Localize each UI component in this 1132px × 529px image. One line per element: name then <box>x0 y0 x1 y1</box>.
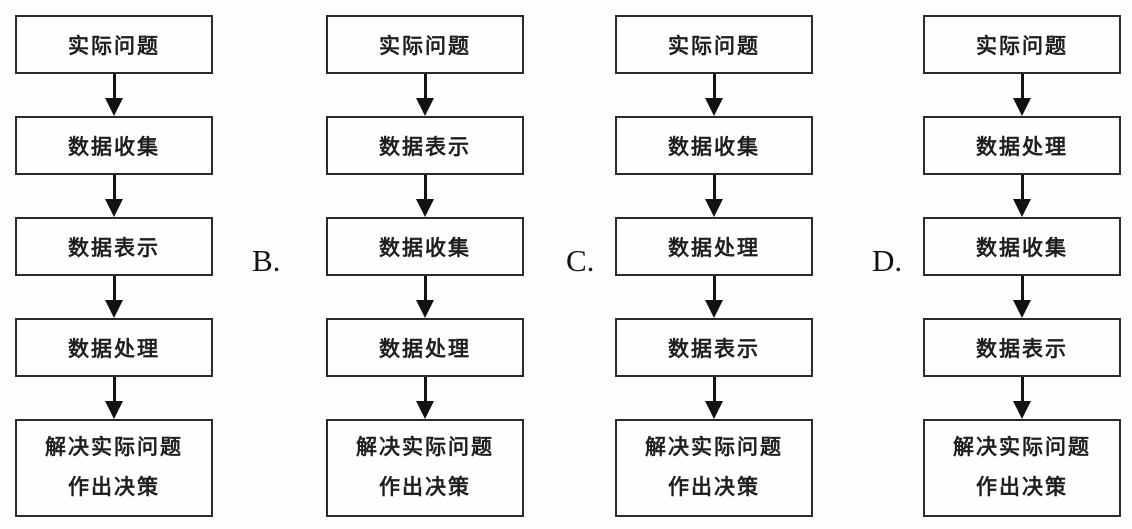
flow-step-box: 数据表示 <box>615 318 813 377</box>
down-arrow-icon <box>1013 276 1031 318</box>
flow-step-box: 数据表示 <box>923 318 1121 377</box>
flow-step-box: 数据收集 <box>923 217 1121 276</box>
flow-step-box-final: 解决实际问题 作出决策 <box>615 419 813 517</box>
flow-step-label: 数据处理 <box>68 337 160 361</box>
flow-step-box: 数据收集 <box>15 116 213 175</box>
option-label-b: B. <box>252 243 281 278</box>
flow-step-label: 实际问题 <box>976 34 1068 58</box>
flow-step-label: 数据收集 <box>379 236 471 260</box>
option-label-d: D. <box>872 243 903 278</box>
flow-step-label: 数据处理 <box>976 135 1068 159</box>
flow-step-label-line1: 解决实际问题 <box>645 436 783 459</box>
down-arrow-icon <box>1013 74 1031 116</box>
flow-step-box: 实际问题 <box>326 15 524 74</box>
flowchart-option-d: 实际问题 数据处理 数据收集 数据表示 解决实际问题 作出决策 <box>923 15 1121 517</box>
flow-step-label: 实际问题 <box>668 34 760 58</box>
flow-step-label-line1: 解决实际问题 <box>953 436 1091 459</box>
flow-step-label: 数据表示 <box>68 236 160 260</box>
flow-step-label: 数据收集 <box>68 135 160 159</box>
flow-step-label-line2: 作出决策 <box>68 476 160 499</box>
flowchart-option-a: 实际问题 数据收集 数据表示 数据处理 解决实际问题 作出决策 <box>15 15 213 517</box>
flow-step-label: 数据处理 <box>668 236 760 260</box>
flowchart-option-c: 实际问题 数据收集 数据处理 数据表示 解决实际问题 作出决策 <box>615 15 813 517</box>
down-arrow-icon <box>705 74 723 116</box>
down-arrow-icon <box>105 377 123 419</box>
flow-step-label: 数据收集 <box>668 135 760 159</box>
flow-step-box-final: 解决实际问题 作出决策 <box>15 419 213 517</box>
flow-step-label: 数据收集 <box>976 236 1068 260</box>
flow-step-box-final: 解决实际问题 作出决策 <box>326 419 524 517</box>
flow-step-box: 数据处理 <box>615 217 813 276</box>
flow-step-box: 数据收集 <box>615 116 813 175</box>
down-arrow-icon <box>105 276 123 318</box>
flow-step-label-line1: 解决实际问题 <box>356 436 494 459</box>
flow-step-label-line1: 解决实际问题 <box>45 436 183 459</box>
down-arrow-icon <box>416 377 434 419</box>
flow-step-box: 数据处理 <box>326 318 524 377</box>
flow-step-box: 数据处理 <box>15 318 213 377</box>
down-arrow-icon <box>416 74 434 116</box>
flow-step-label: 数据表示 <box>976 337 1068 361</box>
flow-step-box: 数据表示 <box>15 217 213 276</box>
flow-step-label: 实际问题 <box>68 34 160 58</box>
down-arrow-icon <box>1013 175 1031 217</box>
down-arrow-icon <box>705 175 723 217</box>
down-arrow-icon <box>705 377 723 419</box>
flow-step-label-line2: 作出决策 <box>976 476 1068 499</box>
flow-step-box: 数据处理 <box>923 116 1121 175</box>
flow-step-label: 数据表示 <box>379 135 471 159</box>
down-arrow-icon <box>705 276 723 318</box>
flow-step-box: 实际问题 <box>923 15 1121 74</box>
option-label-c: C. <box>566 243 595 278</box>
flow-step-box: 实际问题 <box>15 15 213 74</box>
flow-step-label-line2: 作出决策 <box>379 476 471 499</box>
down-arrow-icon <box>1013 377 1031 419</box>
flow-step-label: 数据处理 <box>379 337 471 361</box>
flow-step-box-final: 解决实际问题 作出决策 <box>923 419 1121 517</box>
flow-step-box: 实际问题 <box>615 15 813 74</box>
down-arrow-icon <box>105 175 123 217</box>
down-arrow-icon <box>416 175 434 217</box>
flowchart-option-b: 实际问题 数据表示 数据收集 数据处理 解决实际问题 作出决策 <box>326 15 524 517</box>
flow-step-label-line2: 作出决策 <box>668 476 760 499</box>
flow-step-box: 数据收集 <box>326 217 524 276</box>
flow-step-label: 数据表示 <box>668 337 760 361</box>
flow-step-label: 实际问题 <box>379 34 471 58</box>
flow-step-box: 数据表示 <box>326 116 524 175</box>
down-arrow-icon <box>105 74 123 116</box>
down-arrow-icon <box>416 276 434 318</box>
